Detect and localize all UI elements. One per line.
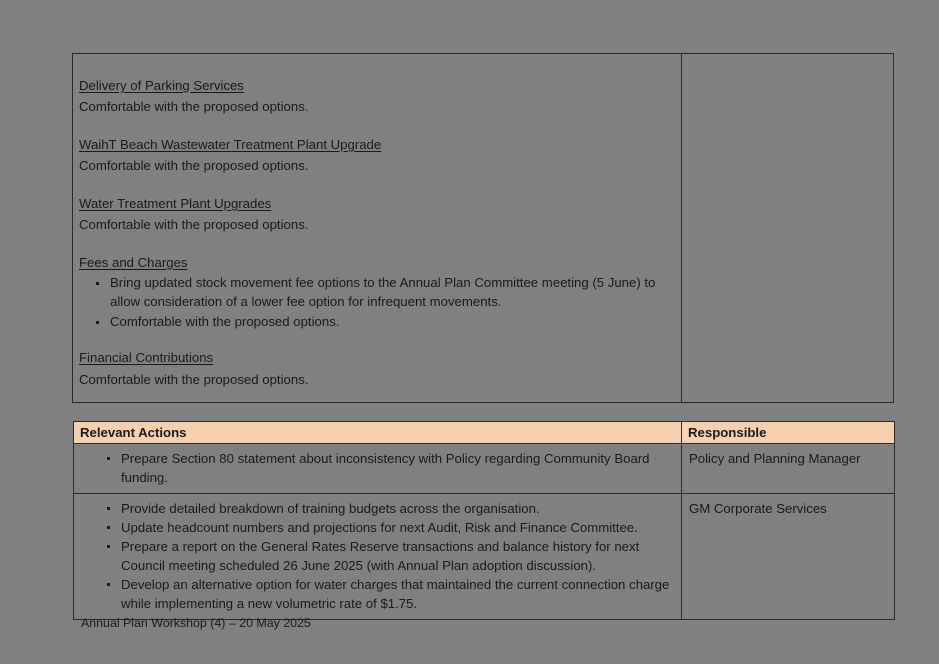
section-waihi-beach-wastewater-treatment-plant-upgrade: WaihT Beach Wastewater Treatment Plant U… bbox=[79, 135, 671, 177]
list-item: Provide detailed breakdown of training b… bbox=[74, 499, 673, 518]
document-footer: Annual Plan Workshop (4) – 20 May 2025 bbox=[81, 616, 311, 630]
discussion-content-cell: Delivery of Parking Services Comfortable… bbox=[73, 54, 682, 402]
list-item: Comfortable with the proposed options. bbox=[79, 313, 671, 332]
discussion-table: Delivery of Parking Services Comfortable… bbox=[72, 53, 894, 403]
actions-cell: Provide detailed breakdown of training b… bbox=[73, 493, 682, 620]
column-header-responsible: Responsible bbox=[681, 421, 895, 444]
discussion-empty-cell bbox=[682, 54, 893, 402]
actions-bullet-list: Prepare Section 80 statement about incon… bbox=[74, 449, 673, 487]
list-item: Update headcount numbers and projections… bbox=[74, 518, 673, 537]
list-item: Bring updated stock movement fee options… bbox=[79, 274, 671, 311]
actions-cell: Prepare Section 80 statement about incon… bbox=[73, 443, 682, 494]
column-header-relevant-actions: Relevant Actions bbox=[73, 421, 682, 444]
section-body: Comfortable with the proposed options. bbox=[79, 99, 309, 115]
section-body: Comfortable with the proposed options. bbox=[79, 371, 309, 387]
section-financial-contributions: Financial Contributions Comfortable with… bbox=[79, 348, 671, 390]
section-bullet-list: Bring updated stock movement fee options… bbox=[79, 274, 671, 331]
section-water-treatment-plant-upgrades: Water Treatment Plant Upgrades Comfortab… bbox=[79, 194, 671, 236]
responsible-cell: GM Corporate Services bbox=[681, 493, 895, 620]
list-item: Develop an alternative option for water … bbox=[74, 575, 673, 613]
section-body: Comfortable with the proposed options. bbox=[79, 217, 309, 233]
table-header-row: Relevant Actions Responsible bbox=[73, 421, 895, 444]
list-item: Prepare a report on the General Rates Re… bbox=[74, 537, 673, 575]
table-row: Prepare Section 80 statement about incon… bbox=[73, 443, 895, 494]
responsible-cell: Policy and Planning Manager bbox=[681, 443, 895, 494]
section-delivery-of-parking-services: Delivery of Parking Services Comfortable… bbox=[79, 76, 671, 118]
relevant-actions-table: Relevant Actions Responsible Prepare Sec… bbox=[73, 421, 895, 620]
section-heading: Delivery of Parking Services bbox=[79, 78, 244, 93]
section-fees-and-charges: Fees and Charges Bring updated stock mov… bbox=[79, 253, 671, 332]
section-heading: WaihT Beach Wastewater Treatment Plant U… bbox=[79, 136, 382, 152]
table-row: Provide detailed breakdown of training b… bbox=[73, 493, 895, 620]
section-heading: Financial Contributions bbox=[79, 350, 214, 366]
actions-bullet-list: Provide detailed breakdown of training b… bbox=[74, 499, 673, 613]
list-item: Prepare Section 80 statement about incon… bbox=[74, 449, 673, 487]
section-heading: Water Treatment Plant Upgrades bbox=[79, 195, 272, 211]
section-heading: Fees and Charges bbox=[79, 254, 188, 270]
section-body: Comfortable with the proposed options. bbox=[79, 158, 309, 174]
